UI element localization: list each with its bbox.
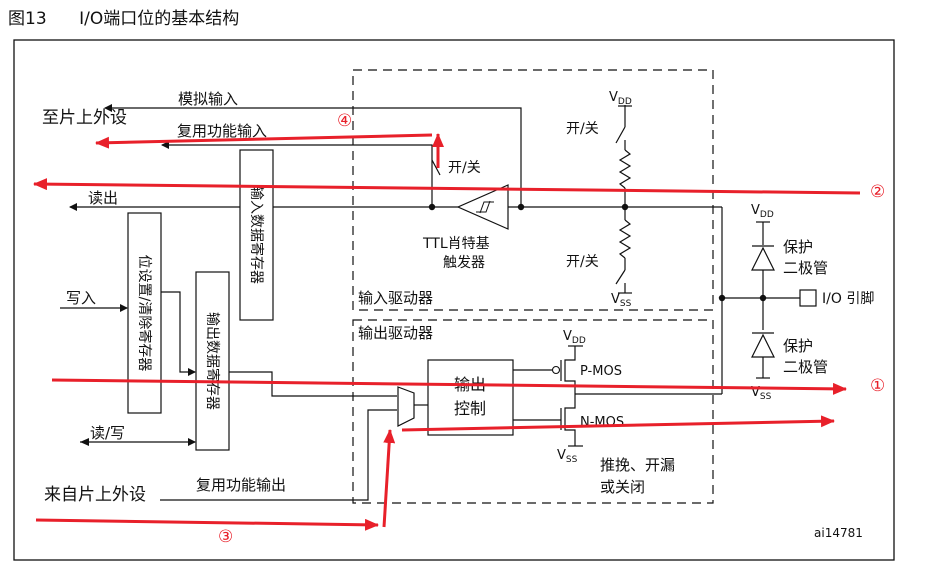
output-vss-label: VSS (557, 448, 578, 465)
output-control-label-2: 控制 (454, 399, 486, 418)
diode-vdd-label: VDD (751, 203, 774, 220)
input-wiring (69, 104, 723, 298)
diode-bottom-label-1: 保护 (783, 337, 813, 355)
read-out-label: 读出 (88, 189, 118, 207)
junction-dot (517, 203, 525, 211)
input-driver-label: 输入驱动器 (358, 289, 433, 307)
input-data-register: 输入数据寄存器 (239, 149, 274, 321)
output-driver-label: 输出驱动器 (358, 324, 433, 342)
output-control-block: 输出 控制 (427, 359, 514, 436)
protection-diode-top (751, 245, 775, 271)
annotation-label-3: ③ (218, 527, 233, 547)
bit-set-reset-register: 位设置/清除寄存器 (127, 212, 162, 414)
annotation-arrow-1 (51, 378, 847, 395)
annotation-arrow-2 (33, 178, 861, 195)
annotation-label-1: ① (870, 376, 885, 396)
diode-top-label-2: 二极管 (783, 259, 828, 277)
mosfet-wiring (513, 298, 723, 447)
alt-func-output-label: 复用功能输出 (196, 476, 286, 494)
annotation-arrow-1-lower (401, 415, 835, 432)
switch-lower-label: 开/关 (566, 254, 599, 270)
arrow-left-head (80, 438, 89, 446)
analog-input-label: 模拟输入 (178, 90, 238, 108)
switch-upper-label: 开/关 (566, 121, 599, 137)
switch-upper (615, 126, 626, 144)
annotation-arrow-3-up (382, 429, 396, 528)
annotation-label-2: ② (870, 182, 885, 202)
from-peripheral-label: 来自片上外设 (44, 485, 146, 505)
diode-top-label-1: 保护 (783, 238, 813, 256)
figure-id-label: ai14781 (814, 526, 863, 540)
read-write-label: 读/写 (90, 424, 125, 442)
outer-frame (13, 39, 895, 561)
output-driver-box (352, 319, 714, 504)
switch-small-label: 开/关 (448, 160, 481, 176)
figure-title: I/O端口位的基本结构 (79, 9, 240, 29)
annotation-arrow-3 (35, 518, 379, 531)
to-peripheral-label: 至片上外设 (42, 108, 127, 128)
io-pin-label: I/O 引脚 (822, 291, 874, 307)
output-data-register: 输出数据寄存器 (195, 271, 230, 451)
switch-small (431, 159, 441, 176)
diode-vss-label: VSS (751, 385, 772, 402)
pmos-gate-bubble (551, 365, 561, 375)
nmos-label: N-MOS (580, 415, 624, 430)
diode-bottom-label-2: 二极管 (783, 358, 828, 376)
io-pin-square (799, 289, 817, 307)
output-data-register-label: 输出数据寄存器 (204, 312, 221, 410)
pmos-label: P-MOS (580, 364, 622, 379)
figure-number: 图13 (8, 9, 47, 29)
input-vss-label: VSS (611, 292, 632, 309)
bit-set-reset-register-label: 位设置/清除寄存器 (136, 255, 153, 372)
alt-func-input-label: 复用功能输入 (177, 122, 267, 140)
schmitt-label-2: 触发器 (443, 255, 485, 271)
junction-dot (428, 203, 436, 211)
annotation-label-4: ④ (337, 111, 352, 131)
protection-diode-bottom (751, 332, 775, 358)
figure-title-bar: 图13 I/O端口位的基本结构 (8, 4, 239, 29)
input-vdd-label: VDD (609, 90, 632, 107)
annotation-arrows (33, 133, 861, 531)
input-data-register-label: 输入数据寄存器 (248, 186, 265, 284)
output-mode-label-1: 推挽、开漏 (600, 456, 675, 474)
output-mode-label-2: 或关闭 (600, 478, 645, 496)
junction-dot (621, 203, 629, 211)
output-mux (397, 386, 415, 427)
output-vdd-label: VDD (563, 329, 586, 346)
annotation-arrow-4 (95, 133, 433, 149)
register-wiring (60, 291, 397, 501)
schmitt-trigger-symbol (456, 184, 509, 230)
protection-wiring (722, 221, 800, 379)
switch-lower (615, 269, 626, 285)
schmitt-label-1: TTL肖特基 (422, 235, 490, 252)
write-label: 写入 (66, 289, 96, 307)
